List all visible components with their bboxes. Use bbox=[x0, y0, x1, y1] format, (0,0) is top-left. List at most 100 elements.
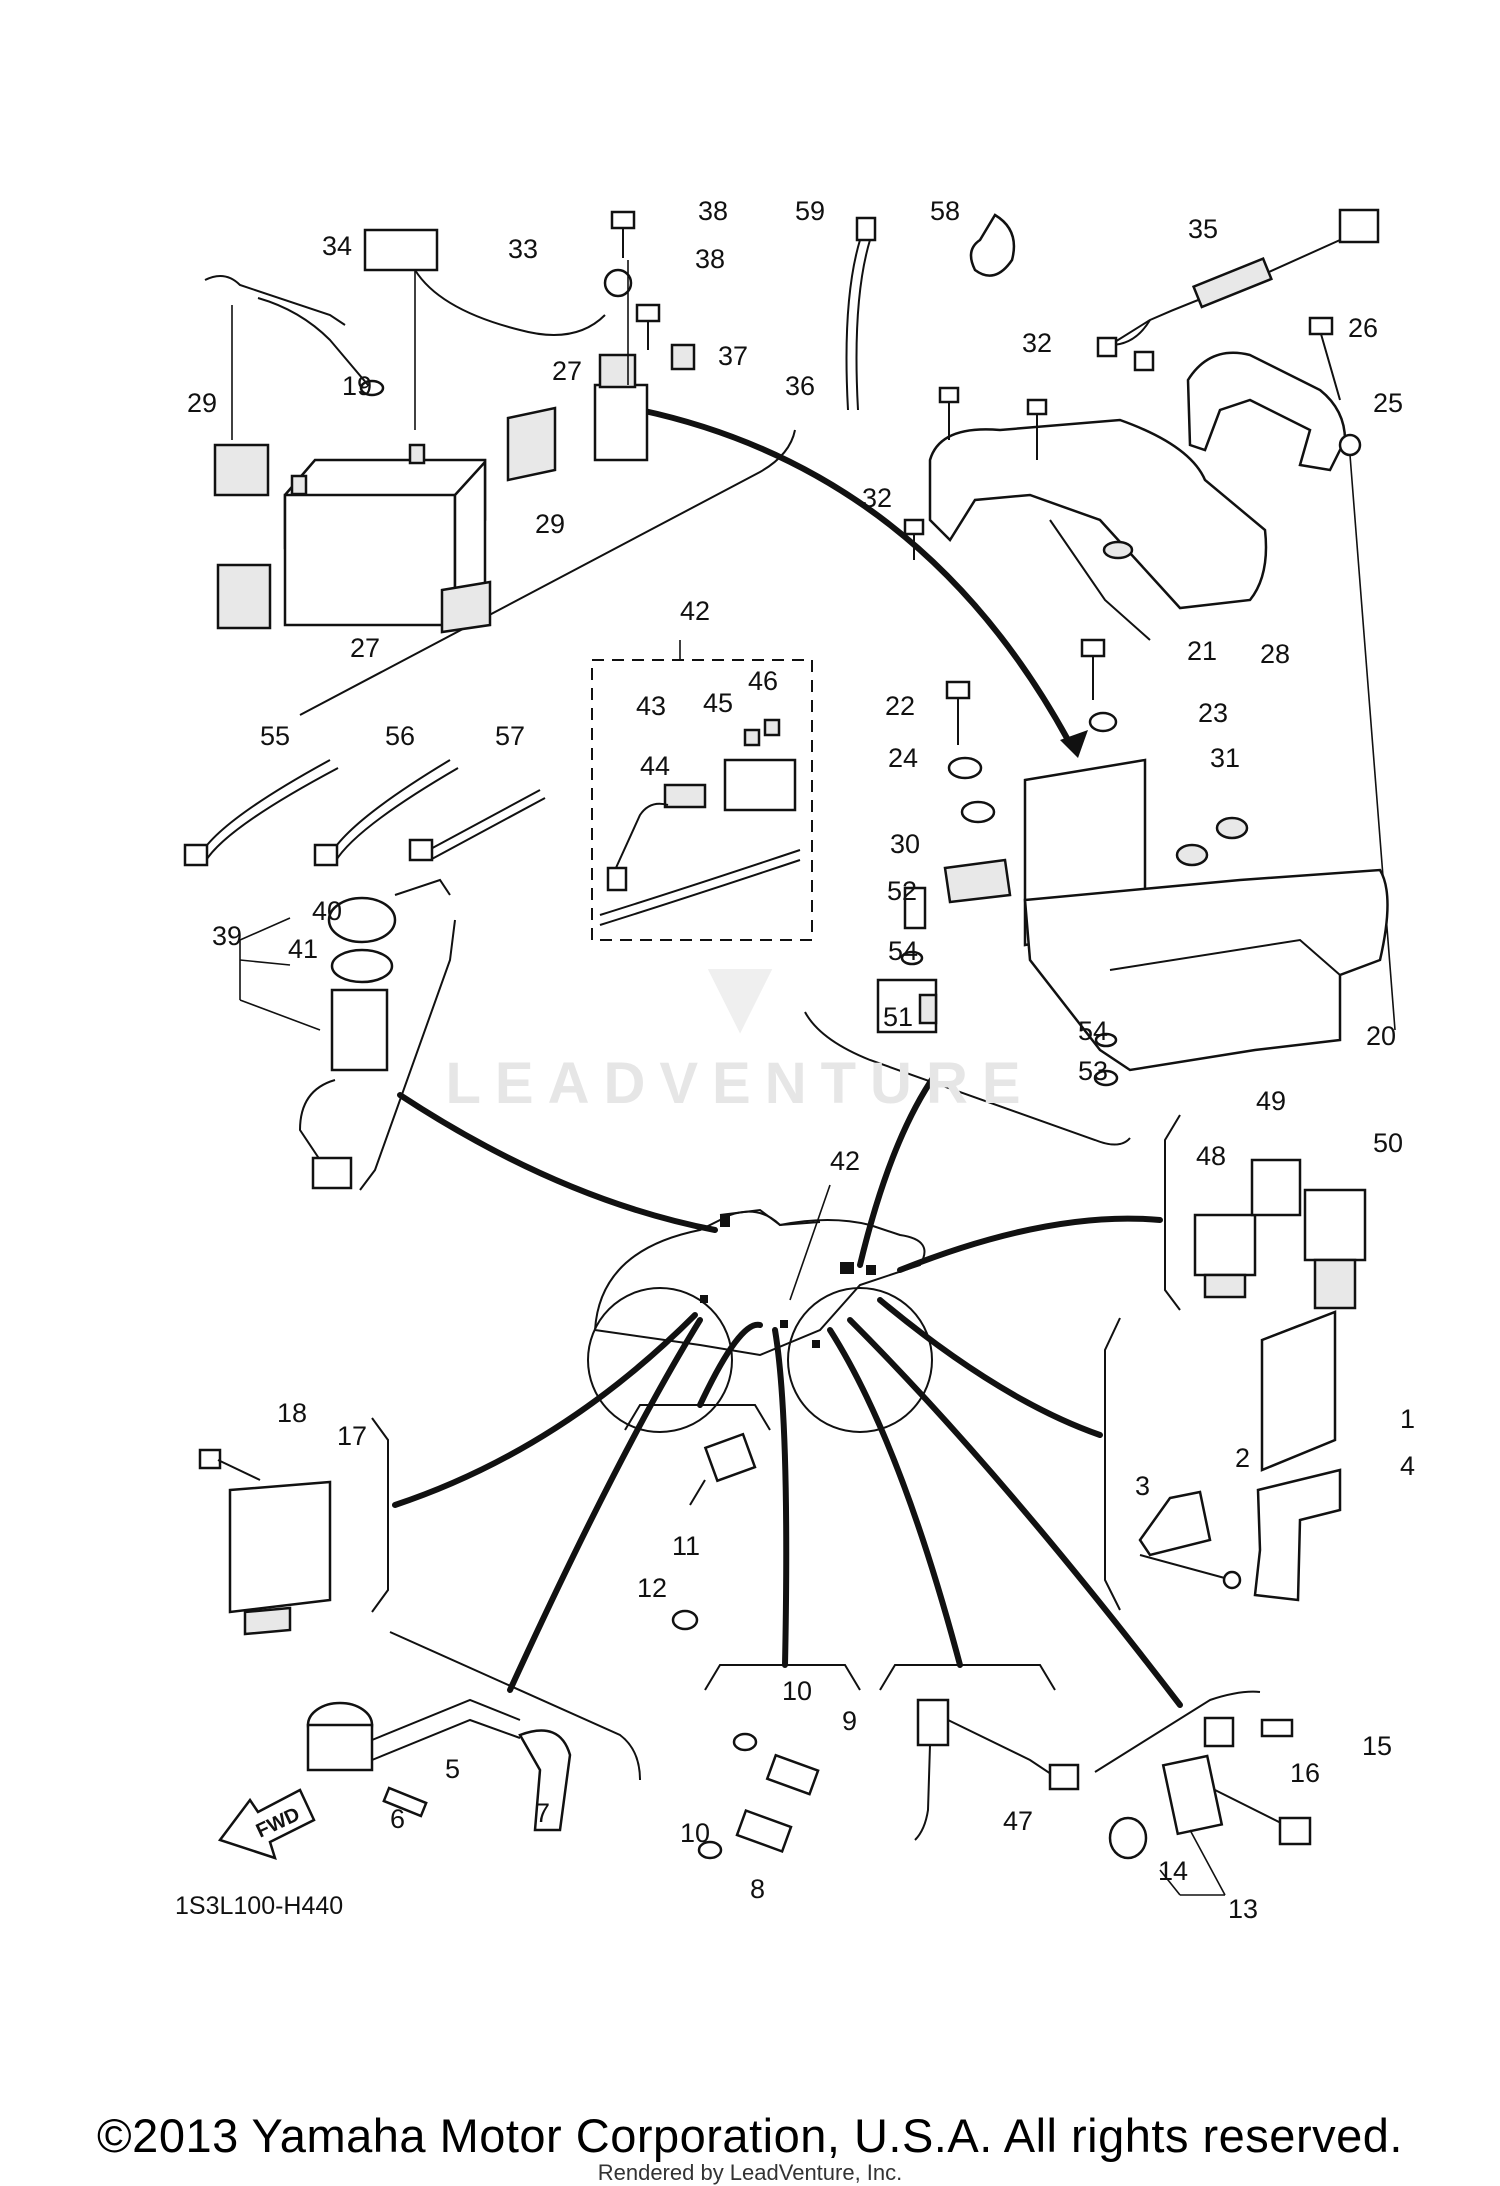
callout-c12: 12 bbox=[637, 1573, 667, 1603]
callout-c56: 56 bbox=[385, 721, 415, 751]
relay-bracket bbox=[1164, 1114, 1181, 1311]
callout-c57: 57 bbox=[495, 721, 525, 751]
callout-c7: 7 bbox=[535, 1798, 550, 1828]
callout-c10b: 10 bbox=[680, 1818, 710, 1848]
connector-battery-to-tray bbox=[637, 407, 1071, 743]
stay-3 bbox=[1138, 1490, 1242, 1590]
callout-c50: 50 bbox=[1373, 1128, 1403, 1158]
callout-c32a: 32 bbox=[1022, 328, 1052, 358]
callout-c16: 16 bbox=[1290, 1758, 1320, 1788]
callout-c6: 6 bbox=[390, 1804, 405, 1834]
sensor-13 bbox=[1108, 1716, 1312, 1896]
callout-c18: 18 bbox=[277, 1398, 307, 1428]
bolt-52-and-washers bbox=[900, 886, 1119, 1087]
clamp-58 bbox=[969, 213, 1016, 277]
callout-c46: 46 bbox=[748, 666, 778, 696]
rendered-by-notice: Rendered by LeadVenture, Inc. bbox=[597, 2160, 903, 2185]
callout-c47: 47 bbox=[1003, 1806, 1033, 1836]
callout-c25: 25 bbox=[1373, 388, 1403, 418]
callout-c26: 26 bbox=[1348, 313, 1378, 343]
motorcycle-silhouette bbox=[587, 1184, 933, 1433]
callout-c21: 21 bbox=[1187, 636, 1217, 666]
copyright-notice: ©2013 Yamaha Motor Corporation, U.S.A. A… bbox=[97, 2109, 1403, 2162]
callout-c39: 39 bbox=[212, 921, 242, 951]
callout-c17: 17 bbox=[337, 1421, 367, 1451]
switch-group-outline bbox=[359, 919, 456, 1191]
callout-c52: 52 bbox=[887, 876, 917, 906]
pad-30 bbox=[943, 858, 1012, 904]
relays-48-49-50 bbox=[1193, 1158, 1367, 1310]
battery-leads bbox=[204, 228, 633, 440]
callout-c29a: 29 bbox=[187, 388, 217, 418]
bolt-26 bbox=[1308, 316, 1341, 401]
callout-c33: 33 bbox=[508, 234, 538, 264]
callout-c23: 23 bbox=[1198, 698, 1228, 728]
callout-c58: 58 bbox=[930, 196, 960, 226]
ecu-bracket bbox=[1104, 1317, 1121, 1611]
arrow-head bbox=[1060, 730, 1088, 758]
stay-25 bbox=[1186, 351, 1396, 1031]
sensors-8-9 bbox=[697, 1732, 820, 1860]
callout-c15: 15 bbox=[1362, 1731, 1392, 1761]
connector-relay bbox=[897, 1215, 1163, 1273]
rectifier-bracket bbox=[371, 1417, 389, 1613]
connector-switch bbox=[397, 1092, 718, 1233]
callout-c19: 19 bbox=[342, 371, 372, 401]
ecu-tray-20 bbox=[1023, 758, 1389, 1072]
bolts-38 bbox=[610, 210, 661, 350]
battery bbox=[283, 443, 487, 629]
callout-c37: 37 bbox=[718, 341, 748, 371]
diagram-code: 1S3L100-H440 bbox=[175, 1892, 343, 1920]
cable-ties-55-56-57 bbox=[183, 759, 546, 867]
sensor-11 bbox=[671, 1432, 757, 1631]
watermark-text: LEADVENTURE bbox=[445, 1051, 1035, 1116]
ecu-1 bbox=[1260, 1310, 1337, 1472]
callout-c48: 48 bbox=[1196, 1141, 1226, 1171]
callout-c38a: 38 bbox=[698, 196, 728, 226]
callout-c59: 59 bbox=[795, 196, 825, 226]
callout-c2: 2 bbox=[1235, 1443, 1250, 1473]
callout-c44: 44 bbox=[640, 751, 670, 781]
plug-cap-7 bbox=[518, 1729, 572, 1832]
sensor-13-outline bbox=[1094, 1690, 1261, 1773]
callout-c30: 30 bbox=[890, 829, 920, 859]
battery-pads bbox=[213, 406, 557, 634]
callout-c42b: 42 bbox=[830, 1146, 860, 1176]
callout-c31: 31 bbox=[1210, 743, 1240, 773]
callout-c5: 5 bbox=[445, 1754, 460, 1784]
callout-c40: 40 bbox=[312, 896, 342, 926]
callout-c35: 35 bbox=[1188, 214, 1218, 244]
callout-c24: 24 bbox=[888, 743, 918, 773]
callout-c51: 51 bbox=[883, 1002, 913, 1032]
starter-relay bbox=[593, 260, 696, 462]
callout-c34: 34 bbox=[322, 231, 352, 261]
connector-51 bbox=[876, 978, 938, 1034]
connector-sensor47 bbox=[827, 1327, 963, 1668]
callout-c43: 43 bbox=[636, 691, 666, 721]
connector-coil bbox=[507, 1317, 703, 1693]
callout-c54b: 54 bbox=[1078, 1016, 1108, 1046]
callout-c13: 13 bbox=[1228, 1894, 1258, 1924]
callout-c49: 49 bbox=[1256, 1086, 1286, 1116]
callout-c45: 45 bbox=[703, 688, 733, 718]
connector-ecu bbox=[877, 1297, 1103, 1438]
callout-c14: 14 bbox=[1158, 1856, 1188, 1886]
callout-c28: 28 bbox=[1260, 639, 1290, 669]
watermark: ▼ LEADVENTURE bbox=[430, 940, 1050, 1117]
callout-c42a: 42 bbox=[680, 596, 710, 626]
callout-c1: 1 bbox=[1400, 1404, 1415, 1434]
bracket-4 bbox=[1253, 1468, 1342, 1602]
callout-c38b: 38 bbox=[695, 244, 725, 274]
callout-c27a: 27 bbox=[552, 356, 582, 386]
callout-c11: 11 bbox=[672, 1531, 700, 1561]
coil-group-outline bbox=[389, 1631, 641, 1781]
callout-c9: 9 bbox=[842, 1706, 857, 1736]
connector-rectifier bbox=[392, 1312, 698, 1508]
main-switch-39 bbox=[239, 878, 451, 1190]
rectifier-17 bbox=[198, 1448, 332, 1636]
bolts-21-22 bbox=[945, 638, 1118, 824]
watermark-logo-icon: ▼ bbox=[685, 933, 795, 1056]
callout-c36: 36 bbox=[785, 371, 815, 401]
callout-c4: 4 bbox=[1400, 1451, 1415, 1481]
